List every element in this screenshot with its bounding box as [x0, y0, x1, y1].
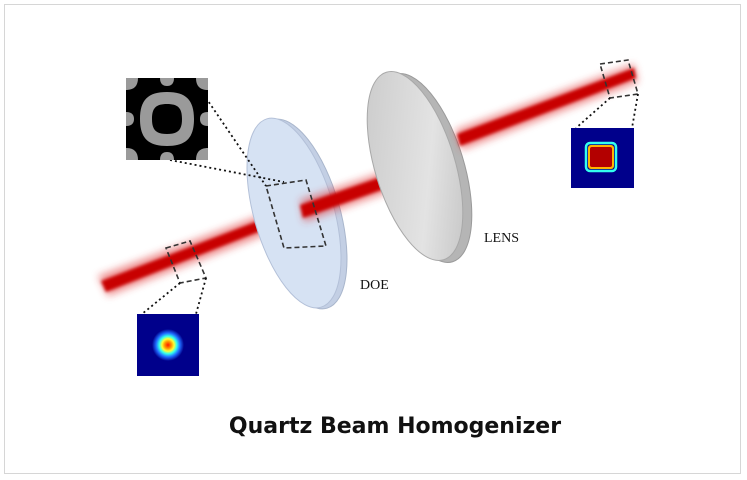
output-profile-inset	[571, 128, 634, 188]
laser-beam-input	[98, 204, 298, 296]
output-sample-window	[598, 59, 640, 99]
doe-pattern-inset	[126, 78, 208, 160]
leader-lines	[141, 93, 639, 315]
lens	[366, 71, 473, 263]
doe-sample-window	[264, 179, 328, 249]
input-profile-inset	[137, 314, 199, 376]
lens-label: LENS	[484, 231, 519, 246]
doe-plate	[246, 117, 348, 310]
doe-label: DOE	[360, 278, 389, 293]
diagram-title: Quartz Beam Homogenizer	[228, 414, 562, 439]
laser-beam-output	[455, 64, 638, 150]
